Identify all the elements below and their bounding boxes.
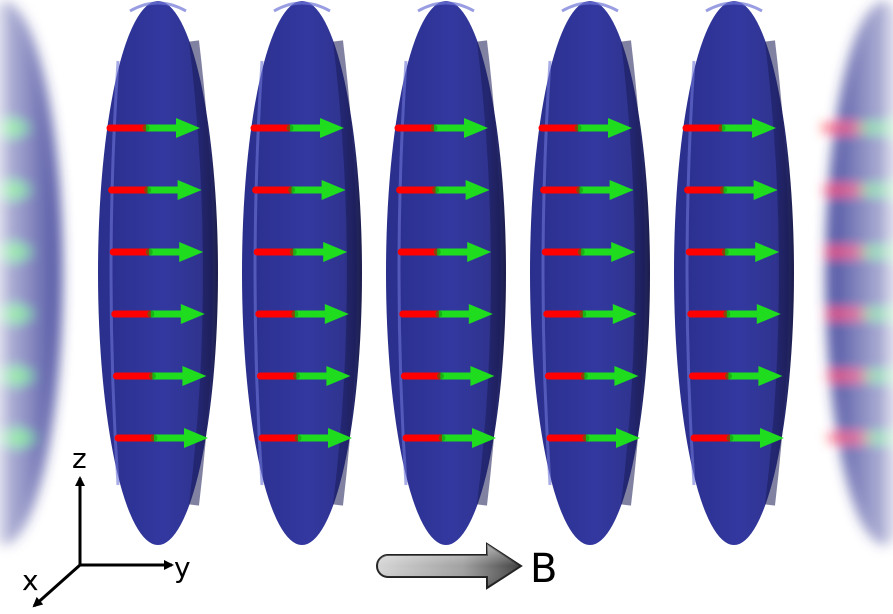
spin-arrow xyxy=(546,428,640,448)
coordinate-axes: z y x xyxy=(22,442,191,608)
spin-arrow xyxy=(112,366,207,386)
field-label: B xyxy=(530,546,557,592)
spin-arrow xyxy=(108,180,202,200)
spin-arrow xyxy=(396,180,490,200)
spin-arrow xyxy=(250,118,344,138)
spin-arrow xyxy=(684,180,778,200)
spin-arrow xyxy=(114,428,208,448)
spin-arrow xyxy=(685,242,780,262)
spin-arrow xyxy=(256,366,351,386)
field-indicator: B xyxy=(376,542,557,592)
spin-arrow xyxy=(687,304,781,324)
lattice-plate xyxy=(242,1,362,545)
plate-stack xyxy=(98,1,794,545)
spin-arrow xyxy=(400,366,495,386)
spin-arrow xyxy=(111,304,205,324)
spin-arrow xyxy=(399,304,493,324)
right-arrow-icon xyxy=(376,542,523,590)
spin-arrow xyxy=(538,118,632,138)
lattice-plate xyxy=(530,1,650,545)
partial-plate-right xyxy=(808,0,893,614)
spin-arrow xyxy=(688,366,783,386)
spin-arrow xyxy=(544,366,639,386)
y-axis-label: y xyxy=(174,551,191,584)
spin-arrow xyxy=(255,304,349,324)
spin-arrow xyxy=(253,242,348,262)
lattice-plate xyxy=(674,1,794,545)
spin-arrow xyxy=(252,180,346,200)
spin-arrow xyxy=(106,118,200,138)
spin-arrow xyxy=(109,242,204,262)
z-axis-label: z xyxy=(72,442,87,475)
spin-arrow xyxy=(541,242,636,262)
spin-arrow xyxy=(402,428,496,448)
spin-arrow xyxy=(540,180,634,200)
x-axis-label: x xyxy=(22,564,39,597)
spin-arrow xyxy=(258,428,352,448)
spin-arrow xyxy=(543,304,637,324)
spin-arrow xyxy=(397,242,492,262)
spin-arrow xyxy=(690,428,784,448)
spin-arrow xyxy=(682,118,776,138)
partial-plate-left xyxy=(0,0,80,614)
spin-arrow xyxy=(394,118,488,138)
lattice-plate xyxy=(98,1,218,545)
x-axis xyxy=(32,563,81,608)
lattice-plate xyxy=(386,1,506,545)
